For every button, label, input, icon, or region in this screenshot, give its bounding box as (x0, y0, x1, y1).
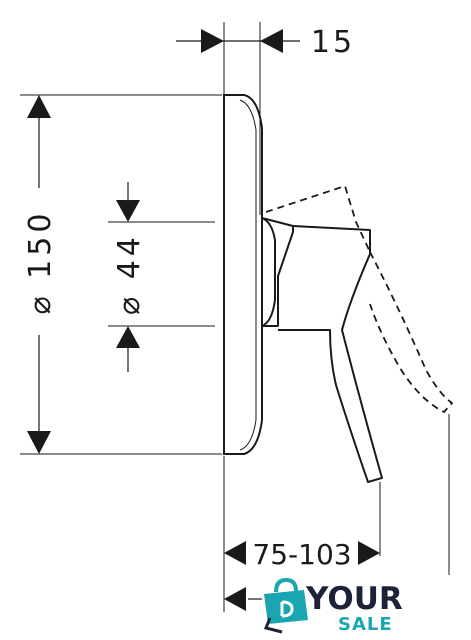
dimension-label-15: 15 (311, 25, 355, 60)
arrow-right-end (358, 541, 380, 565)
arrow-right-pointing (201, 29, 224, 53)
open-handle-lever (369, 251, 453, 413)
dimension-label-150: ⌀ 150 (23, 210, 58, 315)
shopping-bag-icon (263, 577, 308, 634)
lever-handle-open-position (265, 185, 453, 413)
plate-diameter-dimension: ⌀ 150 (20, 94, 222, 455)
handle-lever (278, 225, 383, 483)
cover-plate (223, 94, 263, 455)
arrow-left-pointing (260, 29, 283, 53)
plate-outline (223, 94, 263, 455)
arrow-left-second (224, 587, 246, 611)
arrow-down-pointing (116, 200, 140, 222)
your-sale-logo: YOUR SALE (263, 577, 403, 635)
cartridge-diameter-dimension: ⌀ 44 (108, 182, 215, 372)
top-thickness-dimension: 15 (176, 22, 355, 215)
logo-word-sale: SALE (338, 614, 393, 635)
dimension-label-44: ⌀ 44 (112, 233, 147, 315)
open-handle-top (265, 185, 371, 253)
dimension-label-75-103: 75-103 (252, 538, 351, 571)
arrow-left-end (224, 541, 246, 565)
arrow-up (27, 95, 51, 118)
handle-base (261, 217, 294, 327)
logo-word-your: YOUR (305, 581, 403, 617)
arrow-up-pointing (116, 326, 140, 348)
plate-inner-edge (239, 99, 257, 451)
handle-neck (261, 217, 276, 327)
arrow-down (27, 431, 51, 454)
projection-dimension: 75-103 (223, 414, 450, 612)
lever-handle (261, 217, 383, 483)
